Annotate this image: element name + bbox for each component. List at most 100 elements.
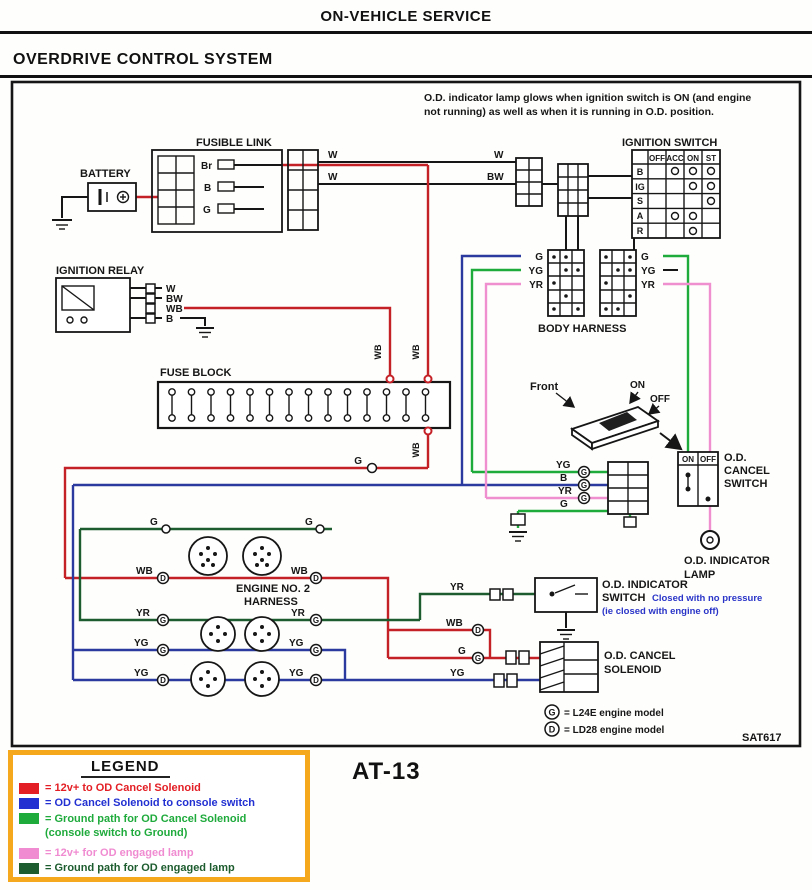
wire-label-yr: YR (641, 280, 656, 291)
blue-wires (71, 254, 608, 682)
od-indicator-switch-note-2: (ie closed with engine off) (602, 606, 719, 617)
wire-label-g: G (560, 499, 568, 510)
on-arrow-icon (629, 391, 641, 405)
fuse-symbol (217, 181, 235, 192)
wire-label-b: B (560, 473, 567, 484)
body-harness-pins (552, 255, 632, 311)
wire-label-w: W (166, 284, 176, 295)
wire-label-yr: YR (136, 608, 151, 619)
cancel-switch-col-on: ON (682, 455, 694, 464)
page-number: AT-13 (352, 758, 421, 785)
body-harness-label: BODY HARNESS (538, 323, 626, 335)
connector-pins (199, 546, 271, 688)
wire-label-yg: YG (556, 460, 571, 471)
ignition-switch-label: IGNITION SWITCH (622, 137, 717, 149)
wire-label-yg: YG (450, 668, 465, 679)
bulkhead-connectors (515, 157, 589, 217)
ignition-switch: OFF ACC ON ST B IG S A R IGNITION SWITCH (622, 137, 721, 239)
od-cancel-switch-label-2: CANCEL (724, 465, 770, 477)
wire-label-wb: WB (291, 566, 308, 577)
fuse-symbol (217, 203, 235, 214)
od-cancel-solenoid-label-2: SOLENOID (604, 664, 662, 676)
wire-label-g: G (305, 517, 313, 528)
fuse-symbol (217, 159, 235, 170)
cancel-switch-col-off: OFF (700, 455, 716, 464)
model-marker-g: G (548, 708, 555, 718)
section-title: OVERDRIVE CONTROL SYSTEM (13, 51, 273, 68)
on-label: ON (630, 380, 645, 391)
model-marker-g: G (313, 646, 319, 655)
engine-harness-label-2: HARNESS (244, 596, 298, 608)
wire-label-wb: WB (373, 344, 383, 359)
od-indicator-switch: YR O.D. INDICATOR SWITCH Closed with no … (450, 577, 762, 640)
front-label: Front (530, 381, 558, 393)
model-marker-g: G (581, 481, 587, 490)
wire-label-g: G (641, 252, 649, 263)
wire-label-g: G (150, 517, 158, 528)
wire-label-w: W (328, 172, 338, 183)
section-rule (0, 75, 812, 78)
fusible-link: Br B G FUSIBLE LINK (151, 137, 283, 233)
legend-item: = 12v+ for OD engaged lamp (19, 846, 299, 860)
wire-label-w: W (328, 150, 338, 161)
wire-label-w: W (494, 150, 504, 161)
ignition-switch-contacts (670, 166, 716, 236)
od-indicator-switch-note-1: Closed with no pressure (652, 593, 762, 604)
legend-swatch-blue (19, 797, 39, 809)
legend-text-pink: = 12v+ for OD engaged lamp (45, 847, 194, 860)
front-arrow-icon (555, 392, 576, 408)
model-marker-d: D (313, 676, 319, 685)
black-wires (61, 161, 678, 628)
od-cancel-solenoid-label-1: O.D. CANCEL (604, 650, 676, 662)
switch-row-markers: G G G (577, 465, 591, 505)
junction-g: G (354, 456, 378, 474)
relay-ground-icon (196, 327, 214, 338)
switch-rocker (599, 412, 637, 431)
model-marker-d: D (549, 725, 556, 735)
wire-label-b: B (204, 183, 211, 194)
off-label: OFF (650, 394, 670, 405)
wire-label-yg: YG (641, 266, 656, 277)
model-key-g-text: = L24E engine model (564, 708, 664, 719)
wire-label-g: G (354, 456, 362, 467)
battery-ground-icon (52, 219, 72, 230)
engine-harness-connectors: ENGINE NO. 2 HARNESS (188, 536, 310, 697)
legend-text-blue: = OD Cancel Solenoid to console switch (45, 797, 255, 810)
legend-item: = Ground path for OD Cancel Solenoid (19, 812, 299, 826)
model-marker-g: G (581, 494, 587, 503)
od-indicator-lamp: O.D. INDICATOR LAMP (684, 530, 770, 581)
model-marker-g: G (313, 616, 319, 625)
wire-label-g: G (203, 205, 211, 216)
legend-item: = 12v+ to OD Cancel Solenoid (19, 781, 299, 795)
ign-col-acc: ACC (666, 154, 684, 163)
ign-row-b: B (637, 167, 644, 177)
switch-ground (509, 513, 527, 542)
ign-row-r: R (637, 226, 644, 236)
model-key-d-text: = LD28 engine model (564, 725, 665, 736)
indicator-switch-ground-icon (557, 629, 575, 640)
od-indicator-switch-label-1: O.D. INDICATOR (602, 579, 688, 591)
header-rule (0, 31, 812, 34)
ign-row-s: S (637, 196, 643, 206)
od-cancel-solenoid: O.D. CANCEL SOLENOID (539, 641, 676, 693)
legend-swatch-green (19, 813, 39, 825)
wire-label-yr: YR (450, 582, 465, 593)
wire-label-b: B (166, 314, 173, 325)
solenoid-feed-labels: WB D G G YG (446, 618, 530, 688)
legend-item: = OD Cancel Solenoid to console switch (19, 796, 299, 810)
wire-label-g: G (535, 252, 543, 263)
fuses (168, 388, 430, 422)
ign-col-st: ST (706, 154, 716, 163)
model-marker-d: D (475, 626, 481, 635)
connector-block: W W W BW (287, 149, 504, 231)
legend-text-green-cont: (console switch to Ground) (45, 826, 188, 839)
switch-pointer-arrow-icon (659, 432, 683, 451)
wire-label-wb: WB (446, 618, 463, 629)
ignition-relay: W BW WB B IGNITION RELAY (55, 265, 214, 338)
ign-col-off: OFF (649, 154, 665, 163)
legend-text-dark-green: = Ground path for OD engaged lamp (45, 862, 235, 875)
console-switch-illustration: Front ON OFF (530, 380, 683, 451)
wire-label-yr: YR (291, 608, 306, 619)
model-marker-g: G (581, 468, 587, 477)
model-marker-d: D (160, 676, 166, 685)
